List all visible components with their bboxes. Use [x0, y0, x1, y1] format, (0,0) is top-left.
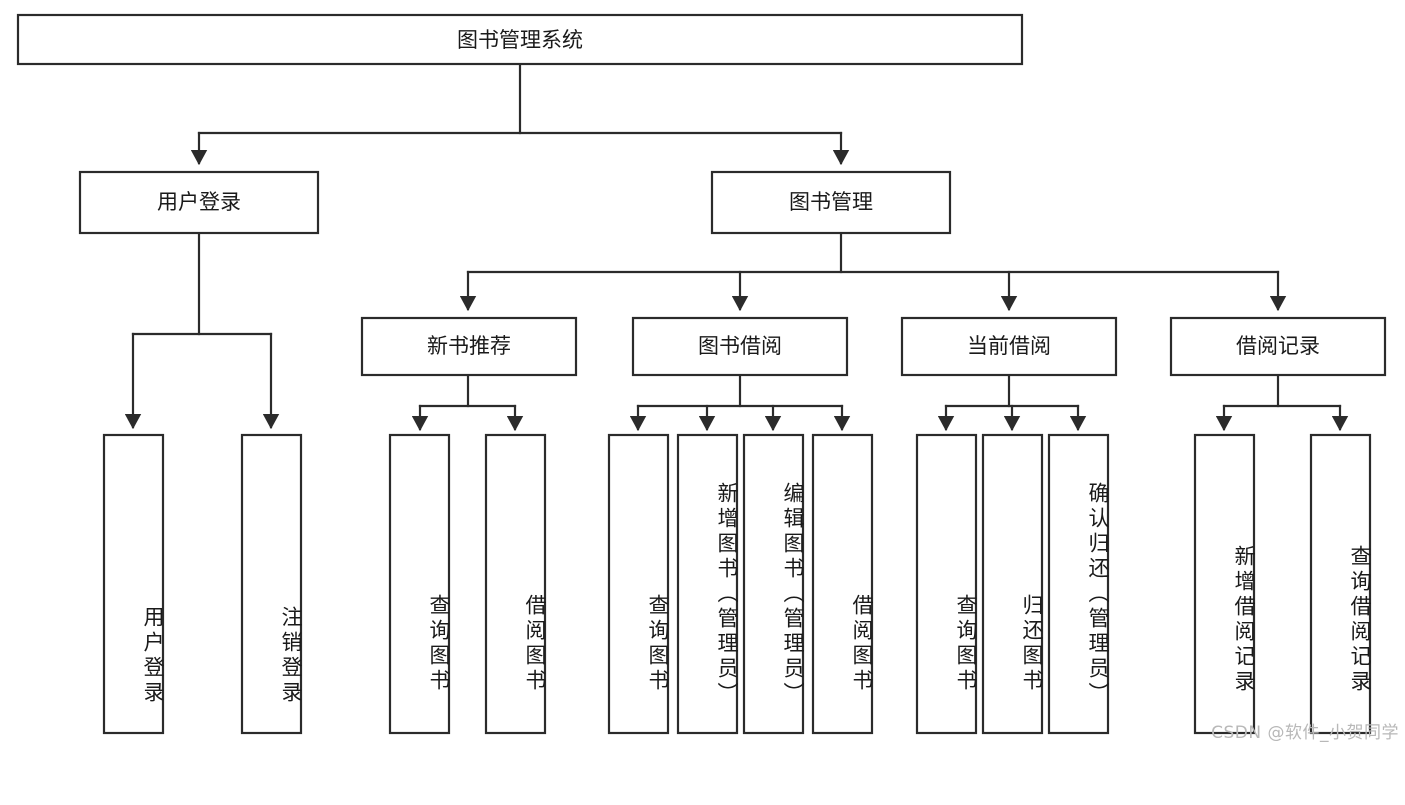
connector-bookmgmt-to-level2	[459, 231, 1287, 312]
node-current-borrow-label: 当前借阅	[967, 334, 1051, 358]
node-new-book-recommend[interactable]: 新书推荐	[360, 316, 578, 377]
node-new-book-recommend-box[interactable]	[360, 316, 578, 377]
leaf-box-book-borrow-1[interactable]	[676, 433, 739, 735]
node-root-label: 图书管理系统	[457, 28, 583, 52]
connector-record-to-leaves	[1215, 373, 1349, 432]
leaf-box-book-borrow-2[interactable]	[742, 433, 805, 735]
leaf-box-current-borrow-0[interactable]	[915, 433, 978, 735]
node-book-borrow-label: 图书借阅	[698, 334, 782, 358]
leaf-group-book-borrow	[607, 433, 874, 735]
leaf-box-new-book-0[interactable]	[388, 433, 451, 735]
node-borrow-record-box[interactable]	[1169, 316, 1387, 377]
leaf-group-borrow-record	[1193, 433, 1372, 735]
node-user-login[interactable]: 用户登录	[78, 170, 320, 235]
leaf-box-user-login-1[interactable]	[240, 433, 303, 735]
leaf-box-current-borrow-2[interactable]	[1047, 433, 1110, 735]
connector-userlogin-to-leaves	[124, 231, 280, 430]
connector-root-to-level1	[190, 62, 850, 166]
node-user-login-box[interactable]	[78, 170, 320, 235]
csdn-watermark: CSDN @软件_小贺同学	[1211, 723, 1399, 743]
leaf-group-new-book-recommend	[388, 433, 547, 735]
connector-current-to-leaves	[937, 373, 1087, 432]
leaf-box-user-login-0[interactable]	[102, 433, 165, 735]
leaf-box-book-borrow-3[interactable]	[811, 433, 874, 735]
node-book-management[interactable]: 图书管理	[710, 170, 952, 235]
leaf-box-current-borrow-1[interactable]	[981, 433, 1044, 735]
node-root[interactable]: 图书管理系统	[16, 13, 1024, 66]
flowchart-svg: 图书管理系统 用户登录 图书管理 新书推荐 图书借阅 当前借阅 借阅记录	[16, 13, 1387, 735]
leaf-group-user-login	[102, 433, 303, 735]
node-book-borrow-box[interactable]	[631, 316, 849, 377]
leaf-box-new-book-1[interactable]	[484, 433, 547, 735]
node-user-login-label: 用户登录	[157, 190, 241, 214]
node-book-management-box[interactable]	[710, 170, 952, 235]
node-book-borrow[interactable]: 图书借阅	[631, 316, 849, 377]
leaf-box-borrow-record-1[interactable]	[1309, 433, 1372, 735]
diagram-canvas: 图书管理系统 用户登录 图书管理 新书推荐 图书借阅 当前借阅 借阅记录	[16, 13, 1399, 743]
leaf-box-book-borrow-0[interactable]	[607, 433, 670, 735]
node-current-borrow-box[interactable]	[900, 316, 1118, 377]
leaf-box-borrow-record-0[interactable]	[1193, 433, 1256, 735]
node-borrow-record-label: 借阅记录	[1236, 334, 1320, 358]
node-new-book-recommend-label: 新书推荐	[427, 334, 511, 358]
node-root-box[interactable]	[16, 13, 1024, 66]
connector-borrow-to-leaves	[629, 373, 851, 432]
node-current-borrow[interactable]: 当前借阅	[900, 316, 1118, 377]
connector-newbook-to-leaves	[411, 373, 524, 432]
leaf-group-current-borrow	[915, 433, 1110, 735]
node-book-management-label: 图书管理	[789, 190, 873, 214]
node-borrow-record[interactable]: 借阅记录	[1169, 316, 1387, 377]
